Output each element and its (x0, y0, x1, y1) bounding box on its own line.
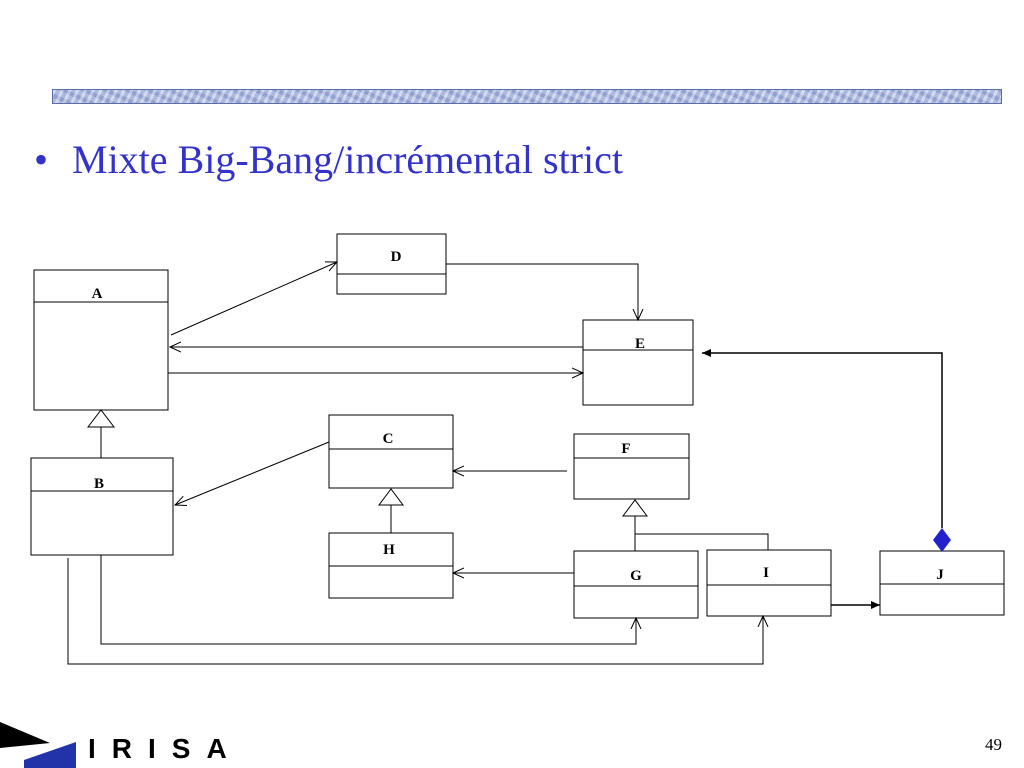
composition-diamond (933, 528, 951, 552)
edge-c-to-b (175, 441, 330, 505)
class-b: B (30, 457, 174, 556)
page-number: 49 (985, 735, 1002, 754)
class-c-name: C (383, 431, 394, 447)
edge-b-to-g (100, 555, 636, 645)
class-j: J (879, 550, 1005, 616)
class-h: H (328, 532, 454, 599)
class-i-name: I (763, 565, 769, 581)
class-a: A (33, 269, 169, 411)
edge-a-to-d (170, 262, 337, 336)
bullet-text: Mixte Big-Bang/incrémental strict (72, 137, 623, 182)
inheritance-b-a (86, 409, 116, 458)
inheritance-gi-f (622, 499, 769, 551)
class-e-name: E (635, 336, 645, 352)
class-d: D (336, 233, 447, 295)
edge-d-to-e (446, 263, 638, 320)
class-f: F (573, 433, 690, 500)
class-d-name: D (391, 249, 402, 265)
composition-j-e (702, 349, 951, 552)
inheritance-h-c (378, 488, 404, 533)
class-g: G (573, 550, 699, 619)
class-b-name: B (94, 476, 104, 492)
class-a-name: A (92, 286, 103, 302)
class-h-name: H (383, 542, 395, 558)
bullet-dot: • (34, 137, 49, 182)
irisa-logo-text: IRISA (88, 733, 243, 764)
class-c: C (328, 414, 454, 489)
bullet-item: • Mixte Big-Bang/incrémental strict (34, 136, 623, 183)
class-g-name: G (630, 568, 642, 584)
title-decoration-bar (52, 89, 1002, 104)
class-e: E (582, 319, 694, 406)
class-j-name: J (936, 567, 944, 583)
irisa-logo-mark (0, 722, 76, 768)
class-f-name: F (621, 441, 630, 457)
class-i: I (706, 549, 832, 617)
edge-b-to-i (67, 558, 763, 665)
